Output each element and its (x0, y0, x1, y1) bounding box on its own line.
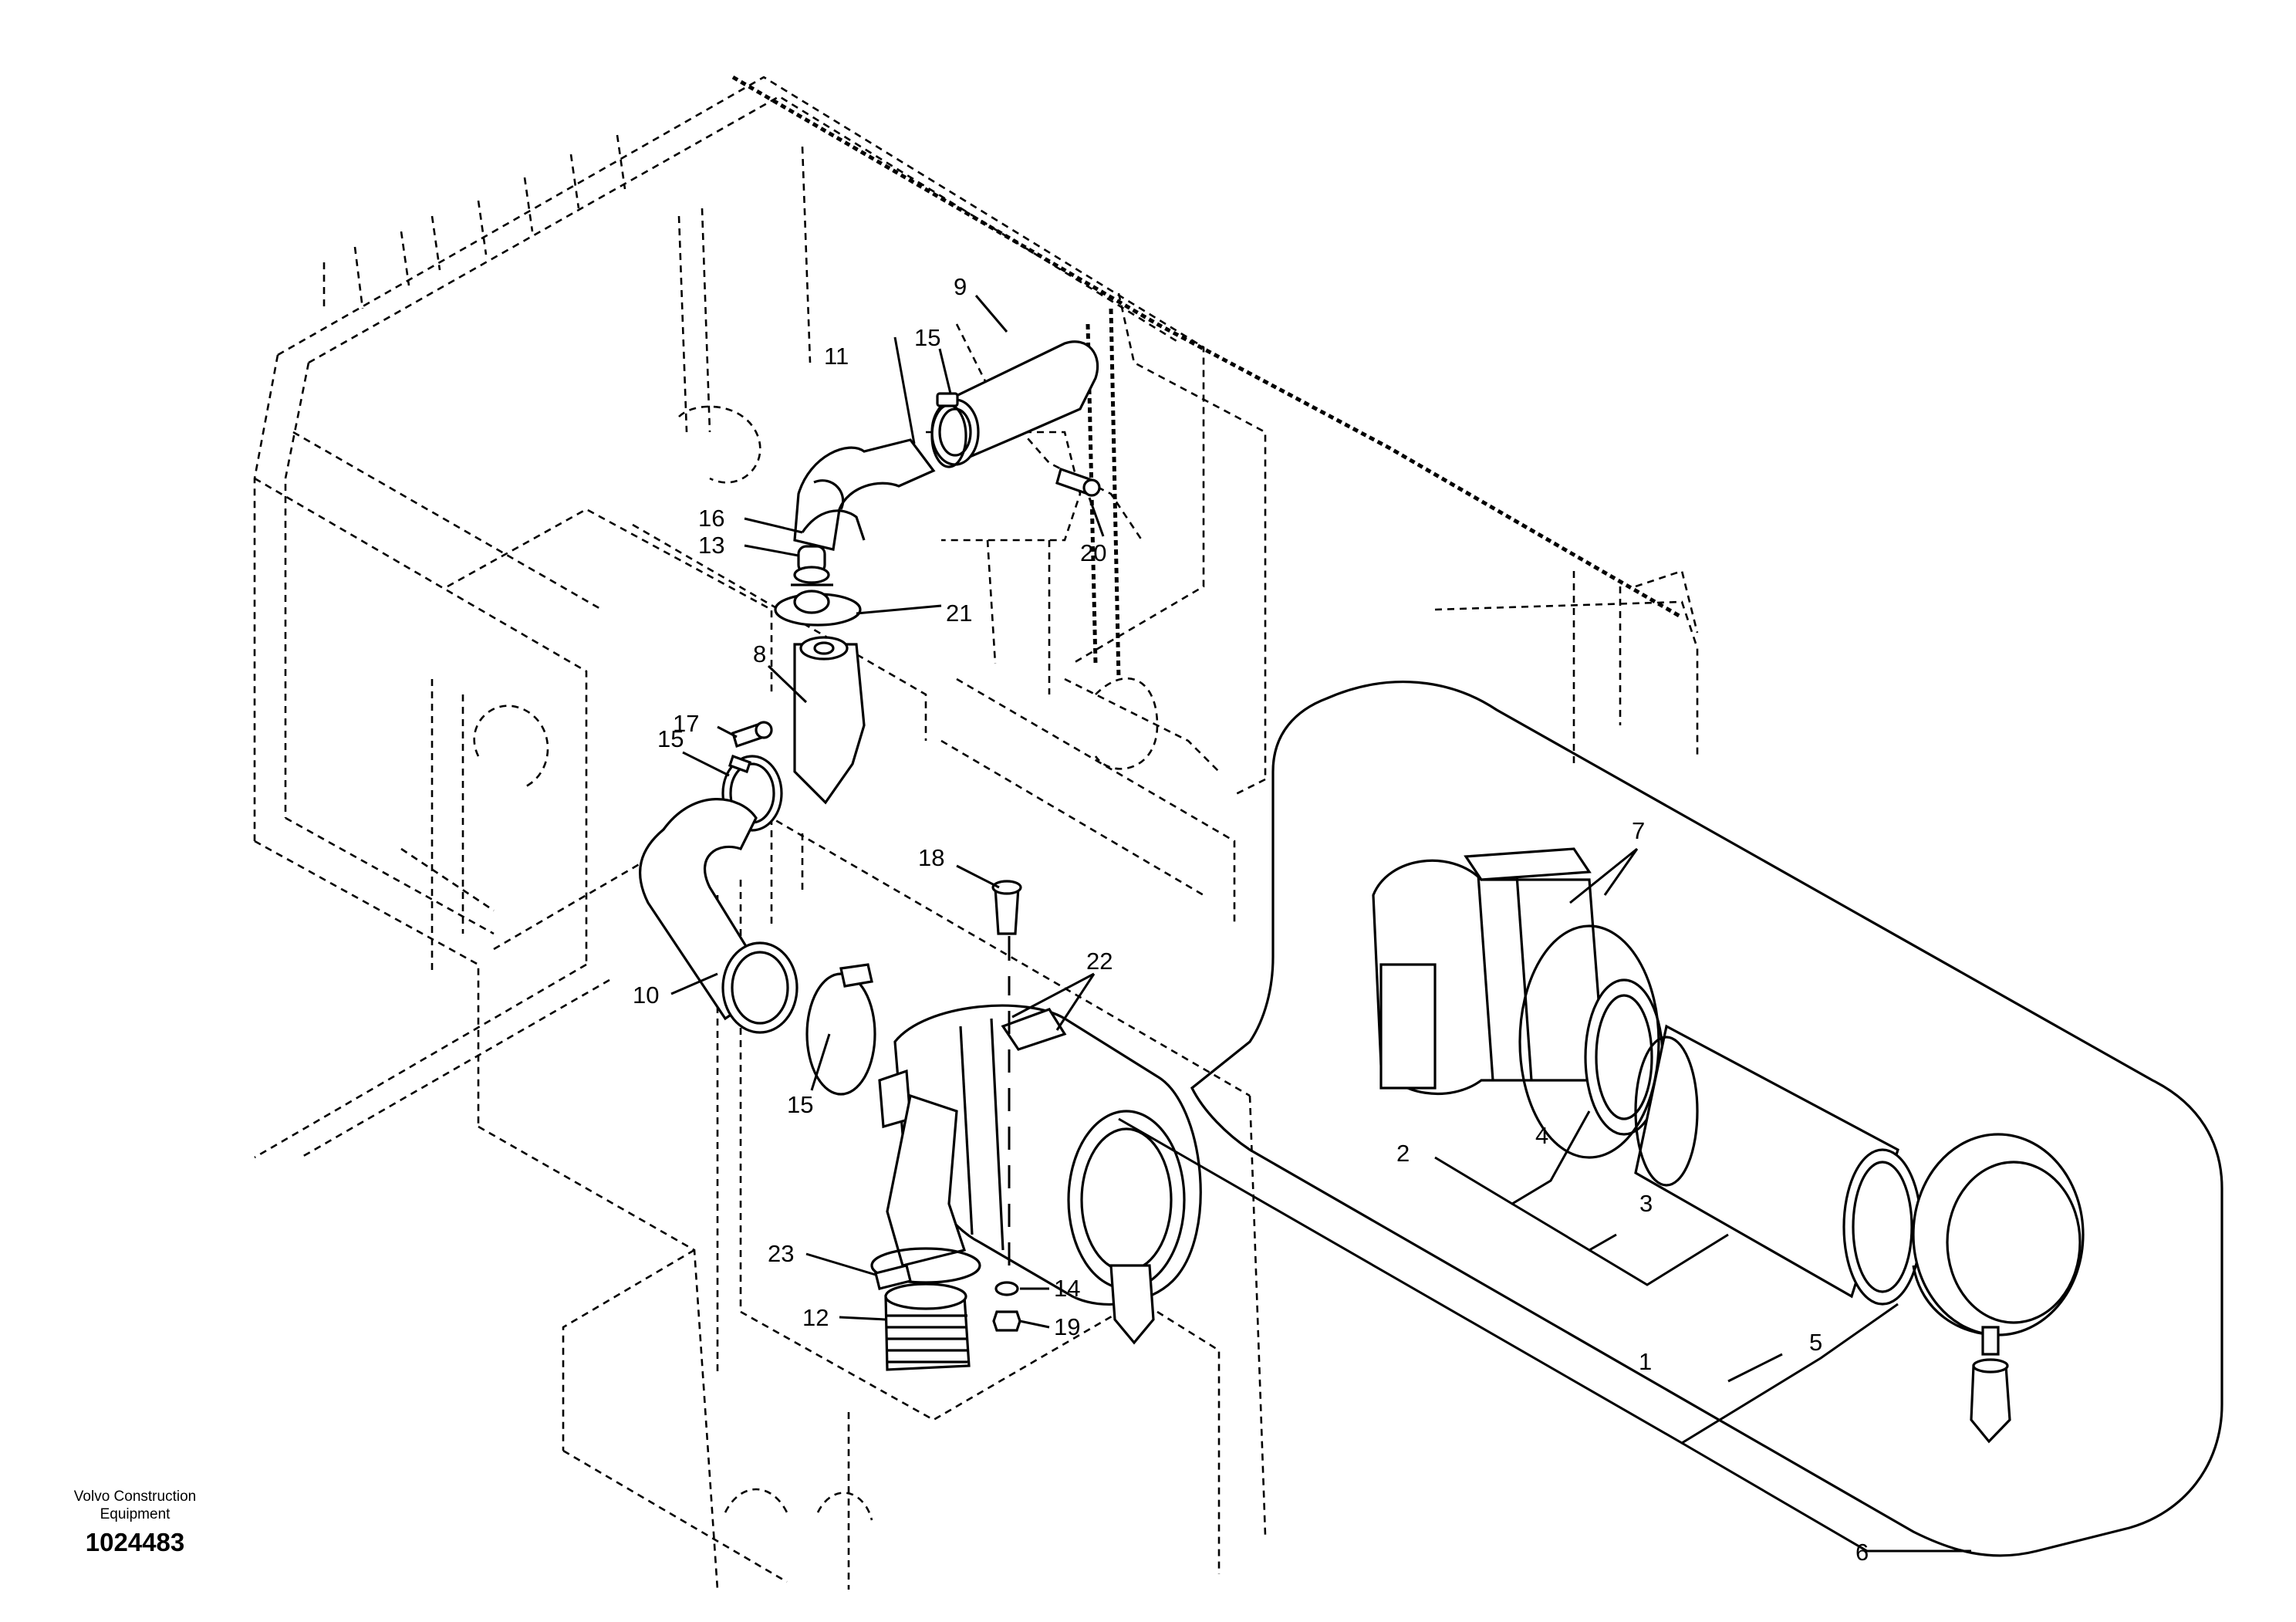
leader-lines (670, 295, 1971, 1553)
nut-19 (992, 1310, 1021, 1332)
filter-cartridge-3 (1634, 1024, 1923, 1306)
pipe-16 (801, 509, 866, 541)
safety-filter-4 (1584, 978, 1664, 1136)
callout-21: 21 (946, 600, 972, 627)
callout-22: 22 (1086, 948, 1113, 975)
callout-5: 5 (1809, 1329, 1822, 1356)
callout-6: 6 (1855, 1539, 1869, 1566)
dust-valve-main (1109, 1264, 1155, 1345)
hose-clamp-15-top (930, 392, 967, 468)
callout-9: 9 (954, 273, 967, 300)
callout-8: 8 (753, 640, 766, 667)
callout-18: 18 (918, 844, 944, 871)
hose-10 (639, 798, 799, 1034)
callout-10: 10 (633, 982, 659, 1009)
callout-23: 23 (768, 1240, 794, 1267)
callout-20: 20 (1080, 539, 1106, 566)
pipe-elbow-9 (930, 340, 1099, 466)
callout-14: 14 (1054, 1275, 1080, 1302)
air-cleaner-housing (878, 1004, 1202, 1306)
hose-clamp-23 (870, 1247, 981, 1290)
hose-clamp-15-bottom (805, 963, 876, 1096)
hose-12 (884, 1282, 971, 1371)
callout-7: 7 (1632, 817, 1645, 844)
callout-11: 11 (824, 343, 849, 370)
seal-ring-7 (1518, 924, 1660, 1159)
drawing-number: 1024483 (85, 1528, 185, 1556)
callout-1: 1 (1639, 1348, 1652, 1375)
callout-15-top: 15 (914, 324, 940, 351)
callout-15-bottom: 15 (787, 1091, 813, 1118)
company-name: Volvo Construction Equipment (73, 1489, 197, 1522)
callout-13: 13 (698, 532, 724, 559)
detail-inset-outline (1190, 681, 2223, 1557)
callout-16: 16 (698, 505, 724, 532)
adapter-21 (774, 590, 862, 627)
restriction-indicator-13 (791, 545, 833, 586)
callout-3: 3 (1639, 1190, 1653, 1217)
air-intake-pipe-11 (793, 438, 936, 551)
dust-valve-6 (1970, 1326, 2011, 1444)
callout-19: 19 (1054, 1313, 1080, 1340)
bolt-20 (1055, 467, 1101, 497)
bolt-17 (731, 721, 773, 748)
bolt-18 (991, 880, 1022, 935)
inset-housing (1372, 847, 1606, 1096)
pipe-bracket-8 (793, 636, 866, 805)
callout-15-middle: 15 (657, 725, 684, 752)
callout-2: 2 (1396, 1140, 1410, 1167)
washer-14 (994, 1281, 1019, 1296)
callout-17: 17 (673, 710, 699, 737)
cover-5 (1912, 1133, 2085, 1336)
elbow-outlet (886, 1093, 967, 1267)
callout-4: 4 (1535, 1122, 1548, 1149)
callout-labels: 9 11 15 20 16 13 21 8 17 15 18 22 10 15 … (633, 273, 1869, 1566)
callout-12: 12 (802, 1304, 829, 1331)
machine-frame (253, 75, 1699, 1590)
